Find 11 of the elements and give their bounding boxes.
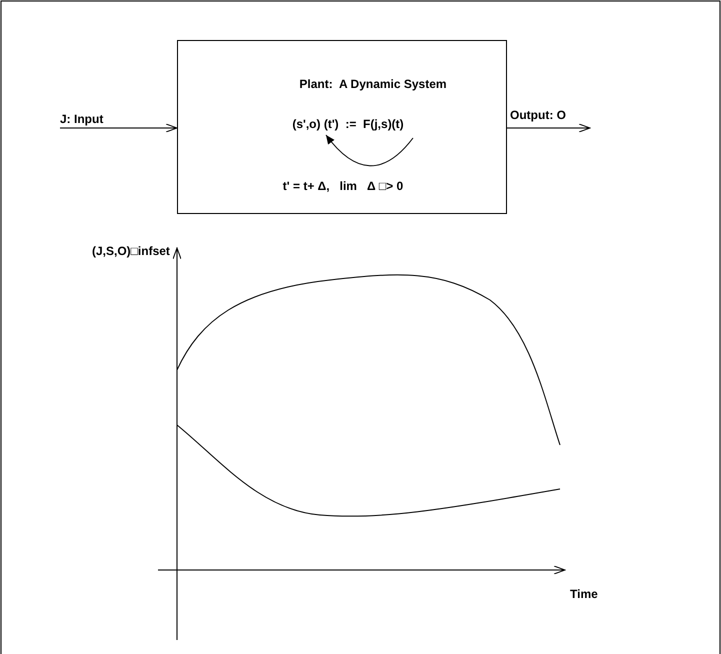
arrow	[60, 124, 178, 132]
axis-title: Time	[570, 587, 598, 601]
arrow	[506, 124, 590, 132]
axis-title: (J,S,O)□infset	[92, 244, 170, 258]
limit-equation: t' = t+ Δ, lim Δ □> 0	[282, 179, 404, 193]
arrow	[326, 134, 414, 166]
state-equation: (s',o) (t') := F(j,s)(t)	[292, 117, 404, 131]
edge-label: Output: O	[510, 108, 566, 122]
system-title: Plant: A Dynamic System	[299, 77, 447, 91]
edge-label: J: Input	[60, 112, 104, 126]
plant-box	[177, 40, 507, 214]
